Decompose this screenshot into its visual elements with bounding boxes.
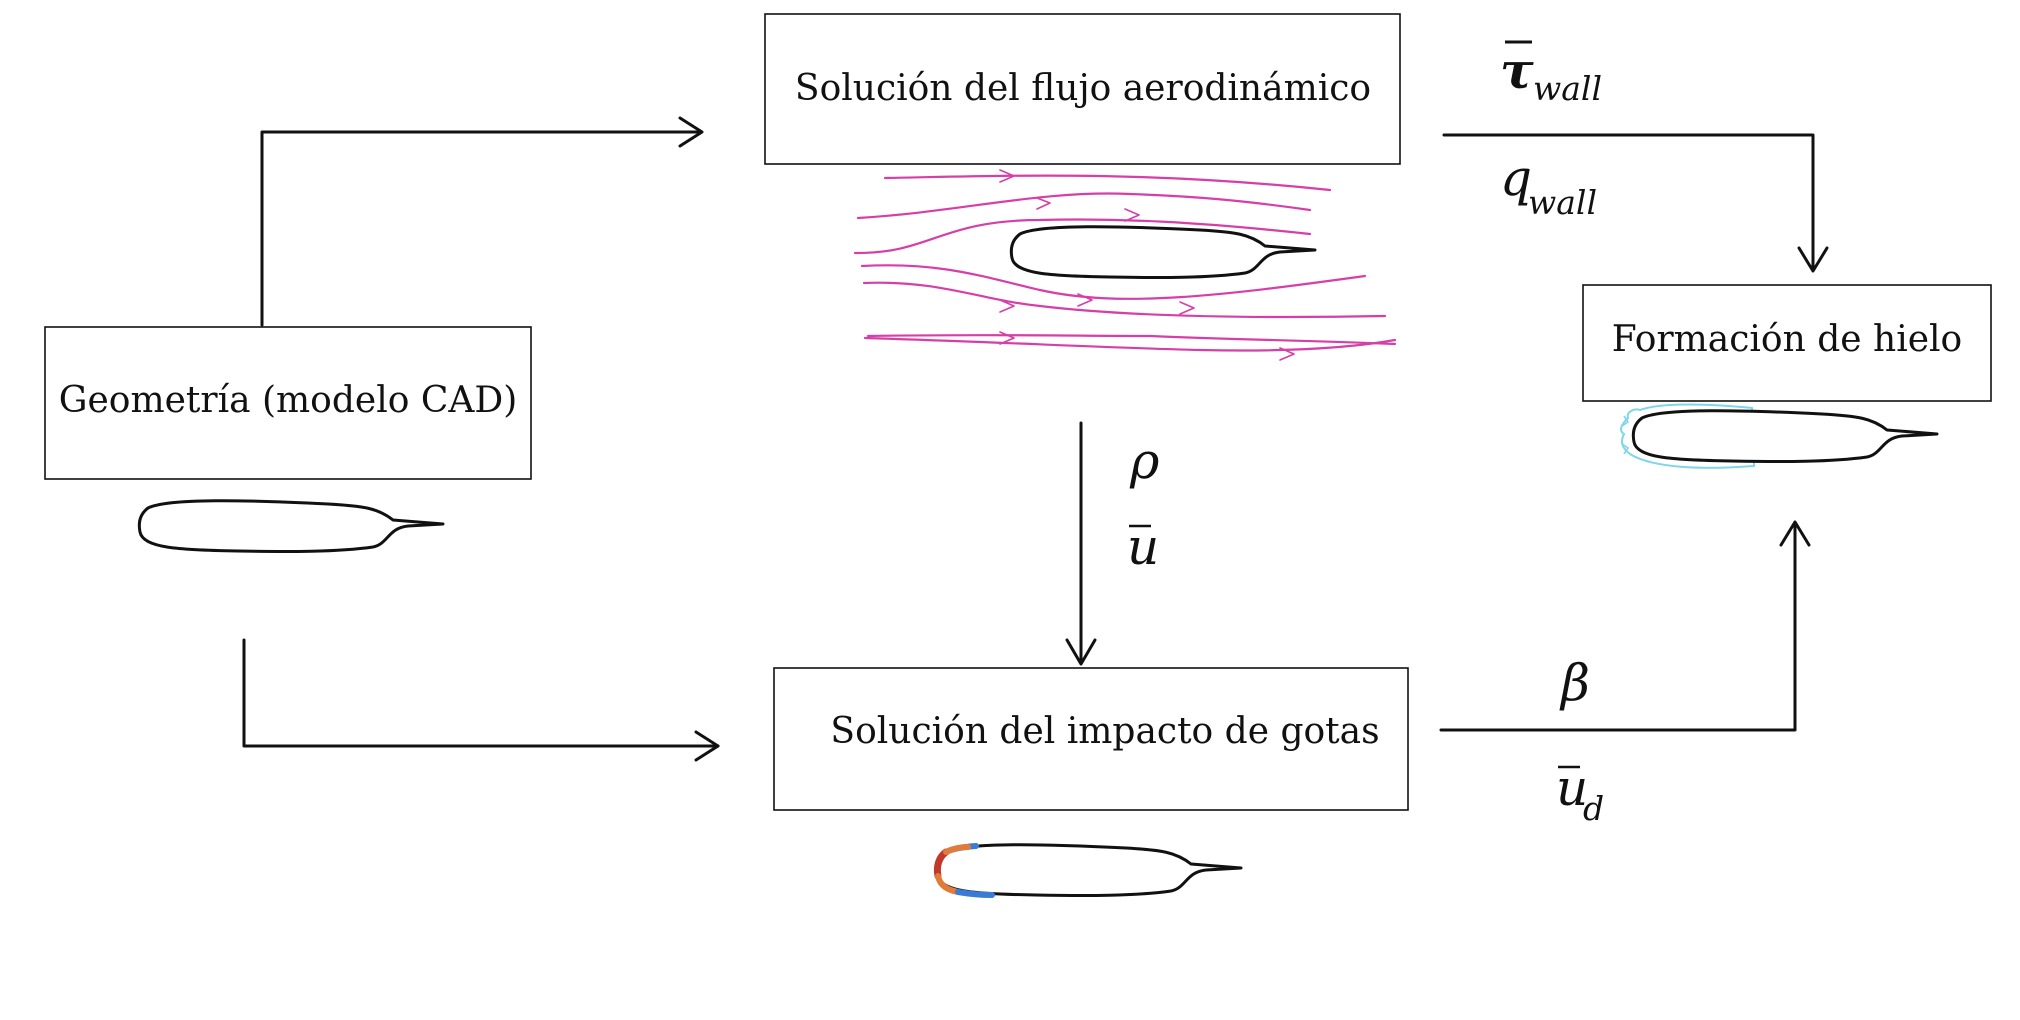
streamline-arrowhead-4 [999,299,1015,313]
streamline-arrowhead-2 [1036,197,1051,210]
streamline-arrowhead-1 [999,169,1015,183]
rho-symbol: ρ [1129,432,1160,490]
ice-formation-box-label: Formación de hielo [1612,319,1962,360]
aero-flow-box-label: Solución del flujo aerodinámico [795,68,1371,109]
ud-subscript: d [1583,789,1604,828]
airfoil-iced [1620,403,1939,469]
ice-accretion [1620,403,1756,469]
droplet-impact-box-label: Solución del impacto de gotas [830,711,1379,752]
beta-label: β [1559,654,1590,712]
streamline-7 [863,336,1397,352]
rho-label: ρ [1129,432,1160,490]
aero-flow-box: Solución del flujo aerodinámico [764,13,1401,165]
streamline-2 [856,192,1312,220]
streamline-arrowhead-3 [1124,208,1140,222]
streamline-6 [866,334,1397,346]
geometry-box: Geometría (modelo CAD) [44,326,532,480]
impact-zone-lower [955,889,995,898]
beta-symbol: β [1559,654,1590,712]
geometry-box-label: Geometría (modelo CAD) [59,380,518,421]
ud-symbol: u [1556,759,1588,817]
airfoil-geometry [137,499,445,554]
arrow-droplet-to-ice [1439,520,1811,732]
ud-droplet-velocity-label: u d [1556,759,1604,828]
impact-zone-mid [943,844,971,855]
u-velocity-label: u [1127,518,1159,576]
q-wall-label: q wall [1500,149,1597,222]
streamline-3 [853,218,1312,255]
streamlines [853,169,1397,361]
q-symbol: q [1500,149,1532,207]
streamline-arrowhead-8 [1279,347,1295,361]
streamline-5 [862,281,1387,319]
arrow-geometry-to-aero [260,116,704,327]
ice-formation-box: Formación de hielo [1582,284,1992,402]
streamline-arrowhead-6 [1179,301,1195,315]
tau-symbol: τ [1500,41,1534,100]
tau-wall-label: τ wall [1500,40,1602,108]
arrow-aero-to-ice [1442,133,1829,273]
streamline-arrowhead-5 [1077,293,1093,307]
u-symbol: u [1127,518,1159,576]
arrow-geometry-to-droplet [242,638,720,762]
streamline-4 [860,264,1367,300]
airfoil-droplet-impact [933,843,1243,898]
tau-subscript: wall [1533,69,1602,108]
droplet-impact-box: Solución del impacto de gotas [773,667,1409,811]
arrow-aero-to-droplet [1065,421,1097,666]
streamline-1 [883,174,1332,192]
streamline-arrowhead-7 [999,331,1015,345]
airfoil-aero [1009,225,1317,280]
q-subscript: wall [1528,183,1597,222]
